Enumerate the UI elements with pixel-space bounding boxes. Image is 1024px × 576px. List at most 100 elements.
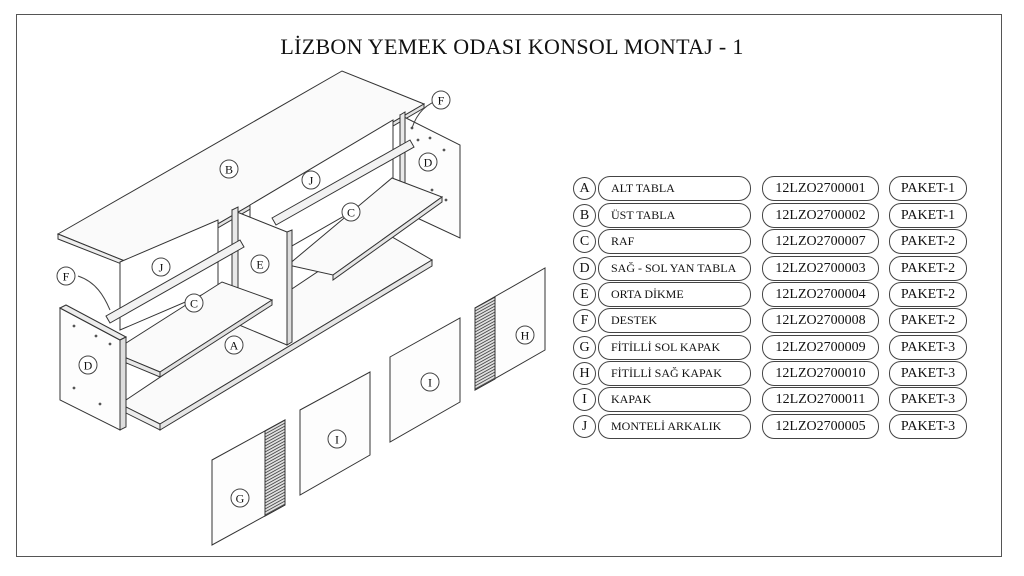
leader-line-f-left: [77, 275, 111, 311]
slat-line: [264, 449, 286, 462]
slat-line: [474, 362, 496, 375]
callout-c-right-label: C: [347, 206, 355, 220]
callout-e: E: [250, 254, 270, 274]
part-letter: I: [573, 388, 596, 411]
slat-line: [264, 470, 286, 483]
part-package: PAKET-2: [889, 229, 967, 254]
part-letter: G: [573, 336, 596, 359]
callout-i-back: I: [420, 372, 440, 392]
part-h-right-slatted-door: [474, 267, 546, 391]
callout-j-left-label: J: [159, 261, 164, 275]
slat-line: [474, 368, 496, 381]
slat-line: [474, 314, 496, 327]
slat-line: [474, 341, 496, 354]
callout-b-label: B: [225, 163, 233, 177]
slat-line: [474, 332, 496, 345]
part-code: 12LZO2700005: [762, 414, 879, 439]
slat-line: [474, 326, 496, 339]
part-name: SAĞ - SOL YAN TABLA: [598, 256, 751, 281]
part-letter: A: [573, 177, 596, 200]
slat-line: [474, 311, 496, 324]
part-name: ÜST TABLA: [598, 203, 751, 228]
slat-line: [264, 443, 286, 456]
callout-i-front-label: I: [335, 433, 339, 447]
slat-line: [264, 440, 286, 453]
slat-line: [264, 458, 286, 471]
slat-line: [474, 356, 496, 369]
slat-line: [264, 428, 286, 441]
slat-line: [264, 500, 286, 513]
parts-row: D SAĞ - SOL YAN TABLA 12LZO2700003 PAKET…: [571, 256, 971, 281]
callout-i-front: I: [327, 429, 347, 449]
slat-line: [264, 422, 286, 435]
part-package: PAKET-3: [889, 335, 967, 360]
part-code: 12LZO2700001: [762, 176, 879, 201]
part-letter: E: [573, 283, 596, 306]
slat-line: [474, 347, 496, 360]
slat-line: [264, 431, 286, 444]
part-package: PAKET-3: [889, 361, 967, 386]
part-code: 12LZO2700010: [762, 361, 879, 386]
part-letter: F: [573, 309, 596, 332]
slat-line: [474, 335, 496, 348]
parts-row: H FİTİLLİ SAĞ KAPAK 12LZO2700010 PAKET-3: [571, 361, 971, 386]
slat-line: [474, 302, 496, 315]
slat-line: [474, 374, 496, 387]
slat-line: [264, 476, 286, 489]
callout-h-label: H: [521, 329, 530, 343]
parts-row: E ORTA DİKME 12LZO2700004 PAKET-2: [571, 282, 971, 307]
part-name: FİTİLLİ SAĞ KAPAK: [598, 361, 751, 386]
slat-line: [474, 365, 496, 378]
slat-line: [264, 479, 286, 492]
slat-line: [474, 338, 496, 351]
slat-line: [264, 467, 286, 480]
slat-line: [474, 305, 496, 318]
part-package: PAKET-3: [889, 414, 967, 439]
callout-c-left: C: [184, 293, 204, 313]
callout-f-right: F: [431, 90, 451, 110]
part-name: ALT TABLA: [598, 176, 751, 201]
slat-line: [474, 350, 496, 363]
part-name: RAF: [598, 229, 751, 254]
slat-line: [474, 320, 496, 333]
slat-line: [264, 482, 286, 495]
slat-line: [474, 299, 496, 312]
part-code: 12LZO2700004: [762, 282, 879, 307]
slat-line: [264, 494, 286, 507]
part-package: PAKET-2: [889, 308, 967, 333]
part-c-right-shelf: [286, 177, 444, 281]
part-letter: C: [573, 230, 596, 253]
parts-row: I KAPAK 12LZO2700011 PAKET-3: [571, 387, 971, 412]
slat-line: [474, 359, 496, 372]
slat-line: [474, 323, 496, 336]
parts-row: F DESTEK 12LZO2700008 PAKET-2: [571, 308, 971, 333]
slat-line: [264, 461, 286, 474]
slat-line: [264, 455, 286, 468]
callout-d-left-label: D: [84, 359, 93, 373]
slat-line: [264, 434, 286, 447]
slat-line: [264, 437, 286, 450]
part-package: PAKET-1: [889, 203, 967, 228]
part-package: PAKET-2: [889, 256, 967, 281]
parts-row: G FİTİLLİ SOL KAPAK 12LZO2700009 PAKET-3: [571, 335, 971, 360]
slat-line: [474, 353, 496, 366]
callout-j-right: J: [301, 170, 321, 190]
slat-line: [264, 497, 286, 510]
callout-g: G: [230, 488, 250, 508]
part-letter: B: [573, 204, 596, 227]
callout-d-right-label: D: [424, 156, 433, 170]
slat-line: [474, 308, 496, 321]
slat-line: [264, 488, 286, 501]
part-name: DESTEK: [598, 308, 751, 333]
callout-j-right-label: J: [309, 174, 314, 188]
parts-row: J MONTELİ ARKALIK 12LZO2700005 PAKET-3: [571, 414, 971, 439]
callout-a-label: A: [230, 339, 239, 353]
callout-f-right-label: F: [438, 94, 445, 108]
part-code: 12LZO2700009: [762, 335, 879, 360]
callout-h: H: [515, 325, 535, 345]
callout-f-left: F: [56, 266, 76, 286]
page-title: LİZBON YEMEK ODASI KONSOL MONTAJ - 1: [280, 34, 744, 59]
slat-line: [474, 371, 496, 384]
part-package: PAKET-2: [889, 282, 967, 307]
